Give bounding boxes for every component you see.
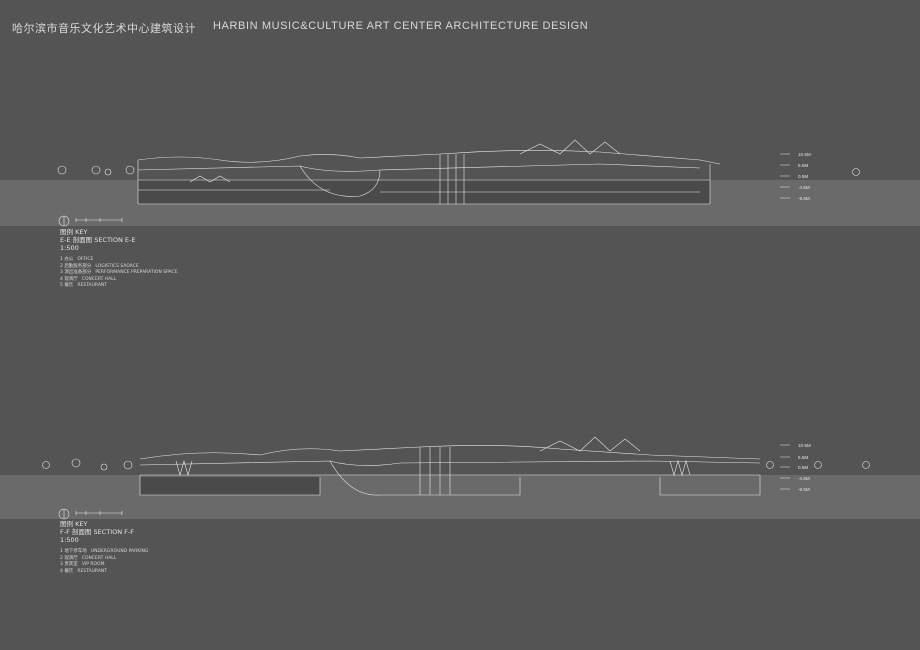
section-scale: 1:500: [60, 536, 79, 544]
elevation-marks: [780, 444, 790, 490]
section-scale: 1:500: [60, 244, 79, 252]
key-label: 图例 KEY: [60, 520, 88, 528]
floor-line-1: [137, 163, 701, 172]
roof-peaks: [539, 436, 641, 452]
trees-left: [57, 165, 135, 176]
roof-line: [137, 150, 721, 165]
roof-line: [139, 445, 761, 460]
columns: [439, 154, 465, 204]
level-label: -9.5M: [798, 487, 810, 492]
building-linework: [137, 139, 721, 205]
tree: [104, 168, 112, 176]
title-english: HARBIN MUSIC&CULTURE ART CENTER ARCHITEC…: [213, 20, 589, 32]
tree: [123, 460, 133, 470]
hall-bowl: [299, 165, 381, 197]
tree: [814, 461, 822, 469]
section-ff-svg: 10.5M 5.5M 0.5M -4.5M -9.5M: [0, 436, 920, 520]
key-label: 图例 KEY: [60, 228, 88, 236]
tree: [57, 165, 67, 175]
level-label: -9.5M: [798, 196, 810, 201]
level-label: 0.5M: [798, 174, 808, 179]
trees-right: [766, 461, 870, 469]
v-columns-left: [175, 459, 193, 477]
section-ee-svg: 10.5M 5.5M 0.5M -4.5M -9.5M: [0, 139, 920, 227]
basement-right: [659, 475, 761, 496]
tree: [71, 458, 81, 468]
basement-outline: [139, 475, 321, 496]
v-columns-right: [669, 459, 691, 477]
section-ff-drawing: 10.5M 5.5M 0.5M -4.5M -9.5M: [0, 425, 920, 525]
tree: [100, 463, 108, 471]
stairs: [189, 175, 231, 183]
tree: [862, 461, 870, 469]
columns: [419, 447, 451, 495]
section-title: F-F 剖面图 SECTION F-F: [60, 528, 134, 536]
level-label: 5.5M: [798, 455, 808, 460]
floor-line-1: [139, 460, 761, 466]
basement-line: [138, 189, 700, 193]
level-label: 0.5M: [798, 465, 808, 470]
scale-bar: [75, 511, 123, 515]
north-arrow: [58, 215, 70, 227]
tree: [766, 461, 774, 469]
trees-right: [852, 168, 860, 176]
trees-left: [42, 458, 133, 471]
tree: [852, 168, 860, 176]
basement-fill: [140, 477, 320, 495]
section-ee-drawing: 10.5M 5.5M 0.5M -4.5M -9.5M: [0, 130, 920, 230]
level-label: 5.5M: [798, 163, 808, 168]
ground-band: [0, 475, 920, 519]
building-linework: [139, 436, 761, 496]
tree: [125, 165, 135, 175]
level-label: 10.5M: [798, 152, 811, 157]
level-label: -4.5M: [798, 185, 810, 190]
tree: [42, 461, 50, 469]
title-chinese: 哈尔滨市音乐文化艺术中心建筑设计: [12, 22, 196, 35]
level-label: -4.5M: [798, 476, 810, 481]
roof-peaks: [519, 139, 621, 155]
key-block-ff: 图例 KEY F-F 剖面图 SECTION F-F 1:500 1 地下停车场…: [60, 520, 148, 575]
section-title: E-E 剖面图 SECTION E-E: [60, 236, 136, 244]
level-label: 10.5M: [798, 443, 811, 448]
hall-bowl: [329, 460, 521, 496]
tree: [91, 165, 101, 175]
elevation-marks: [780, 153, 790, 199]
north-arrow: [58, 508, 70, 520]
scale-bar: [75, 218, 123, 222]
